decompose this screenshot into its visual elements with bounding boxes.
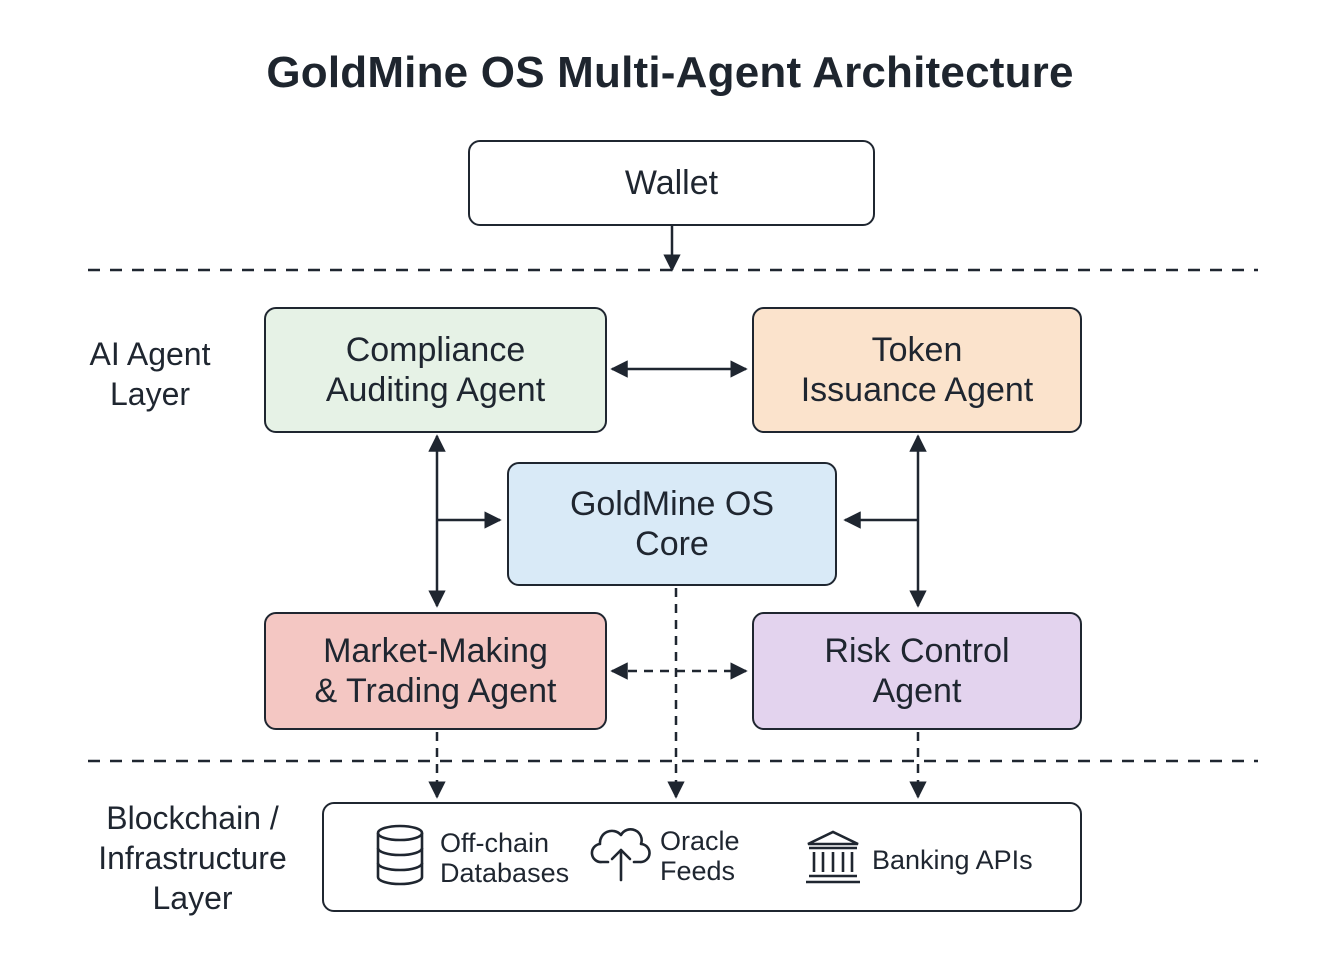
compliance-auditing-agent-box: Compliance Auditing Agent — [264, 307, 607, 433]
cloud-upload-icon — [590, 822, 652, 890]
oracle-feeds-label: Oracle Feeds — [660, 826, 740, 886]
wallet-box: Wallet — [468, 140, 875, 226]
infrastructure-box — [322, 802, 1082, 912]
offchain-databases-label: Off-chain Databases — [440, 828, 570, 888]
token-issuance-agent-box: Token Issuance Agent — [752, 307, 1082, 433]
goldmine-os-core-box: GoldMine OS Core — [507, 462, 837, 586]
banking-apis-label: Banking APIs — [872, 845, 1033, 875]
infra-item-banking-apis: Banking APIs — [804, 828, 1033, 892]
bank-icon — [804, 828, 862, 892]
ai-agent-layer-label: AI Agent Layer — [89, 336, 211, 412]
infra-item-offchain-databases: Off-chain Databases — [372, 822, 569, 894]
risk-control-agent-box: Risk Control Agent — [752, 612, 1082, 730]
infra-item-oracle-feeds: Oracle Feeds — [590, 822, 740, 890]
market-making-trading-agent-box: Market-Making & Trading Agent — [264, 612, 607, 730]
database-icon — [372, 822, 428, 894]
infrastructure-layer-label: Blockchain / Infrastructure Layer — [98, 800, 287, 916]
diagram-title: GoldMine OS Multi-Agent Architecture — [266, 48, 1074, 97]
